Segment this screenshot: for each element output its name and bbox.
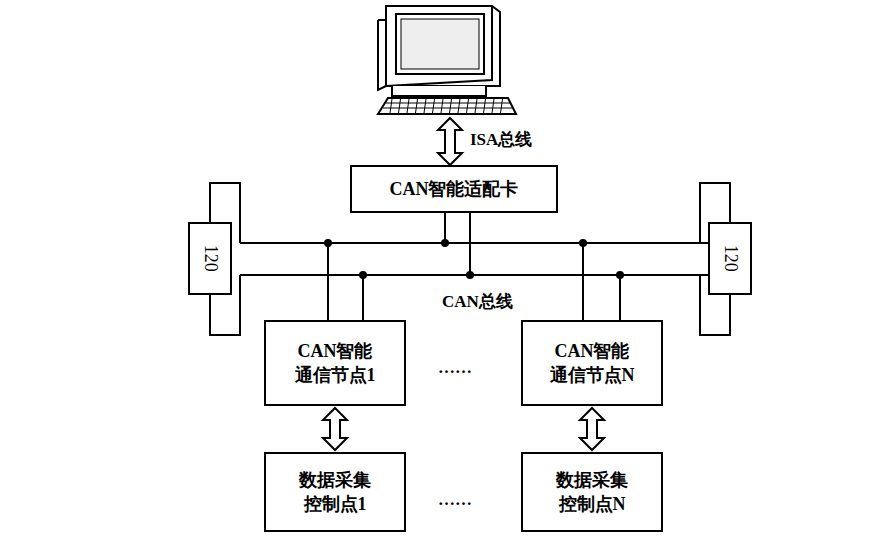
node-box: CAN智能 通信节点1 [264, 320, 406, 406]
terminator-resistor: 120 [188, 222, 232, 295]
isa-double-arrow [438, 118, 462, 165]
stroke [378, 20, 386, 90]
bus-name: CAN总线 [440, 290, 515, 313]
double-arrow-connector [323, 408, 347, 450]
stroke [579, 239, 587, 247]
stroke [396, 14, 484, 74]
node-text: CAN智能 通信节点N [531, 339, 653, 388]
stroke [466, 271, 474, 279]
node-text: 120 [198, 245, 222, 272]
terminator-resistor: 120 [708, 222, 752, 295]
junction-dots [324, 239, 624, 279]
computer-icon [378, 6, 516, 114]
bus-line-low [240, 274, 710, 276]
stroke [324, 239, 332, 247]
stroke [390, 99, 503, 113]
node-text: CAN智能 通信节点1 [274, 339, 396, 388]
stroke [386, 6, 500, 86]
stroke [401, 19, 479, 69]
node-drop [583, 243, 620, 320]
node-text: 数据采集 控制点1 [274, 468, 396, 517]
control-point-box: 数据采集 控制点1 [264, 452, 406, 532]
ellipsis: …… [436, 490, 474, 510]
double-arrow-connector [580, 408, 604, 450]
adapter-card-box: CAN智能适配卡 [350, 165, 558, 213]
stroke [616, 271, 624, 279]
bus-name: ISA总线 [468, 128, 534, 151]
stroke [378, 98, 516, 114]
ellipsis: …… [436, 358, 474, 378]
node-text: 120 [718, 245, 742, 272]
node-text: CAN智能适配卡 [390, 177, 519, 201]
stroke [392, 86, 486, 96]
stroke [386, 6, 492, 86]
stroke [359, 271, 367, 279]
node-text: 数据采集 控制点N [531, 468, 653, 517]
control-point-box: 数据采集 控制点N [521, 452, 663, 532]
node-drop [328, 243, 363, 320]
stroke [441, 239, 449, 247]
bus-line-high [240, 242, 710, 244]
node-box: CAN智能 通信节点N [521, 320, 663, 406]
